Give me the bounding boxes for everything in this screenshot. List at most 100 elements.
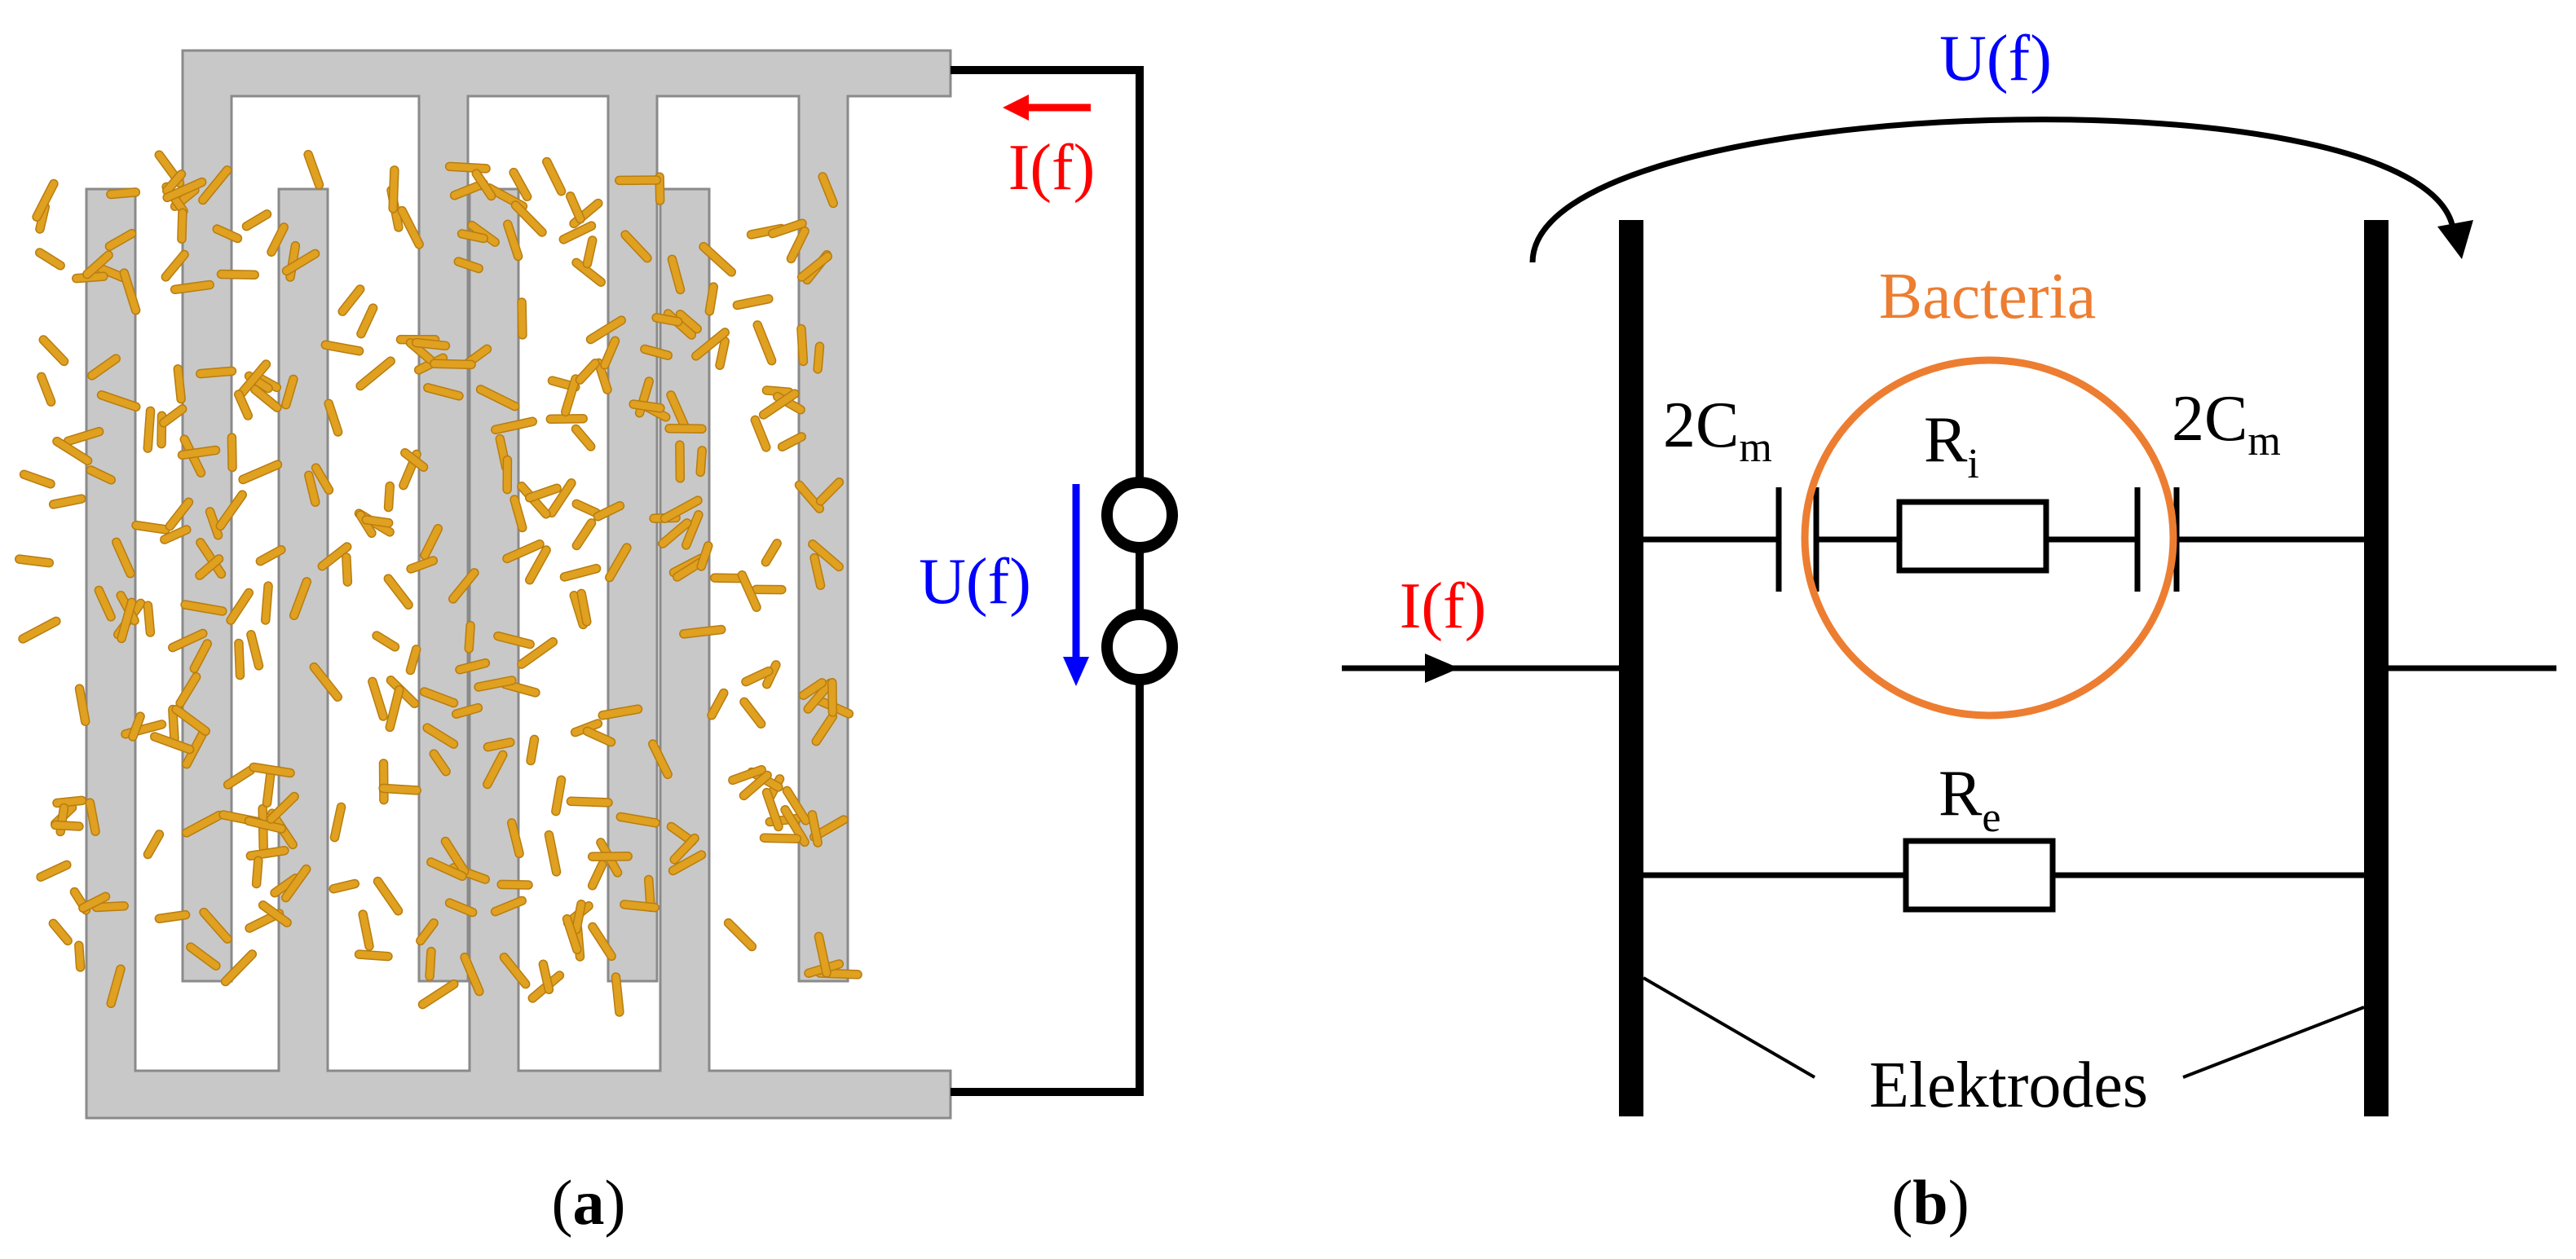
bacterium-rod — [378, 759, 389, 805]
panel-a: I(f) U(f) (a) — [14, 49, 1178, 1238]
bacterium-rod — [551, 775, 567, 817]
bacterium-rod — [317, 542, 352, 571]
bacterium-rod — [48, 494, 86, 509]
bacterium-rod — [189, 639, 212, 674]
bacterium-rod — [809, 552, 826, 591]
bacterium-rod — [337, 284, 365, 316]
bacterium-rod — [808, 539, 844, 572]
bacterium-rod — [582, 236, 598, 269]
bacterium-rod — [416, 918, 439, 946]
bacterium-rod — [611, 972, 624, 1017]
bacterium-rod — [262, 769, 276, 808]
bacterium-rod — [161, 249, 189, 282]
bacterium-rod — [448, 568, 479, 604]
input-arrowhead — [1425, 654, 1459, 683]
bacterium-rod — [524, 483, 562, 503]
bacterium-rod — [196, 366, 237, 379]
bacterium-rod — [651, 313, 683, 327]
bacterium-rod — [732, 293, 774, 310]
bacterium-rod — [780, 805, 809, 847]
bacterium-rod — [759, 833, 802, 843]
bacterium-rod — [342, 552, 353, 587]
bacterium-rod — [669, 833, 699, 865]
bacterium-rod — [699, 241, 737, 277]
bacterium-rod — [814, 931, 831, 978]
panel-label-b: (b) — [1891, 1167, 1969, 1238]
bacterium-rod — [52, 436, 93, 466]
bacterium-rod — [604, 543, 632, 583]
bacterium-rod — [244, 816, 287, 834]
bacterium-rod — [593, 358, 612, 394]
bacterium-rod — [615, 812, 660, 828]
bacterium-rod — [695, 446, 707, 478]
voltage-arrow-a — [1063, 484, 1089, 686]
bacterium-rod — [620, 230, 652, 263]
bacterium-rod — [558, 221, 597, 244]
bacterium-rod — [474, 676, 517, 692]
bacterium-rod — [691, 328, 730, 361]
bacterium-rod — [162, 177, 207, 203]
bacterium-rod — [667, 254, 686, 295]
bacterium-rod — [658, 518, 692, 548]
bacterium-rod — [526, 734, 540, 766]
bacterium-rod — [154, 909, 191, 924]
bacterium-rod — [490, 896, 527, 917]
bacterium-rod — [131, 520, 170, 535]
bacterium-rod — [171, 704, 210, 736]
bacterium-rod — [311, 463, 334, 495]
lower-wire — [951, 680, 1144, 1096]
bacterium-rod — [195, 554, 224, 580]
bacterium-rod — [575, 359, 600, 385]
bacterium-rod — [281, 249, 320, 276]
bacterium-rod — [547, 478, 576, 518]
bacterium-rod — [525, 545, 551, 585]
bacterium-rod — [177, 208, 187, 244]
bacterium-rod — [615, 175, 662, 186]
bacterium-rod — [304, 470, 320, 507]
bacterium-rod — [571, 518, 597, 551]
bacterium-rod — [196, 538, 227, 579]
bacterium-rod — [588, 922, 616, 962]
bacterium-rod — [648, 739, 673, 780]
resistor-re — [1903, 838, 2056, 913]
bacterium-rod — [52, 795, 87, 808]
bacterium-rod — [509, 167, 532, 202]
bacterium-rod — [723, 918, 757, 952]
bacterium-rod — [86, 465, 117, 485]
bacterium-rod — [620, 900, 659, 913]
bacterium-rod — [383, 574, 413, 610]
bacterium-rod — [696, 541, 713, 571]
bacterium-rod — [739, 697, 766, 729]
bacterium-rod — [565, 191, 585, 224]
bacterium-rod — [538, 959, 554, 995]
bacterium-rod — [355, 356, 395, 391]
bacterium-rod — [444, 898, 478, 918]
bacterium-rod — [234, 638, 245, 680]
bacterium-rod — [767, 218, 807, 239]
electrode-right — [2364, 220, 2389, 1116]
cap-right-label: 2Cm — [2172, 383, 2281, 464]
bacterium-rod — [707, 688, 729, 720]
bacterium-rod — [267, 222, 289, 257]
voltage-arc-b — [1529, 117, 2457, 263]
bacterium-rod — [199, 907, 232, 944]
bacterium-rod — [255, 545, 286, 566]
current-label-a: I(f) — [1008, 132, 1096, 204]
bacterium-rod — [483, 737, 515, 752]
electrodes-label: Elektrodes — [1869, 1050, 2148, 1121]
current-arrow-a — [1003, 95, 1091, 121]
bacterium-rod — [104, 228, 137, 252]
bacterium-rod — [143, 830, 165, 860]
bacterium-rod — [82, 250, 113, 280]
bacterium-rod — [502, 539, 545, 564]
bacterium-rod — [576, 588, 592, 627]
upper-branch — [1643, 487, 2364, 592]
bacterium-rod — [813, 341, 825, 374]
bacterium-rod — [598, 704, 643, 720]
bacterium-rod — [444, 161, 491, 174]
bacterium-rod — [198, 165, 232, 205]
bacterium-rod — [266, 791, 299, 824]
bacterium-rod — [510, 200, 547, 237]
bacterium-rod — [170, 280, 214, 295]
bacterium-rod — [368, 676, 388, 721]
